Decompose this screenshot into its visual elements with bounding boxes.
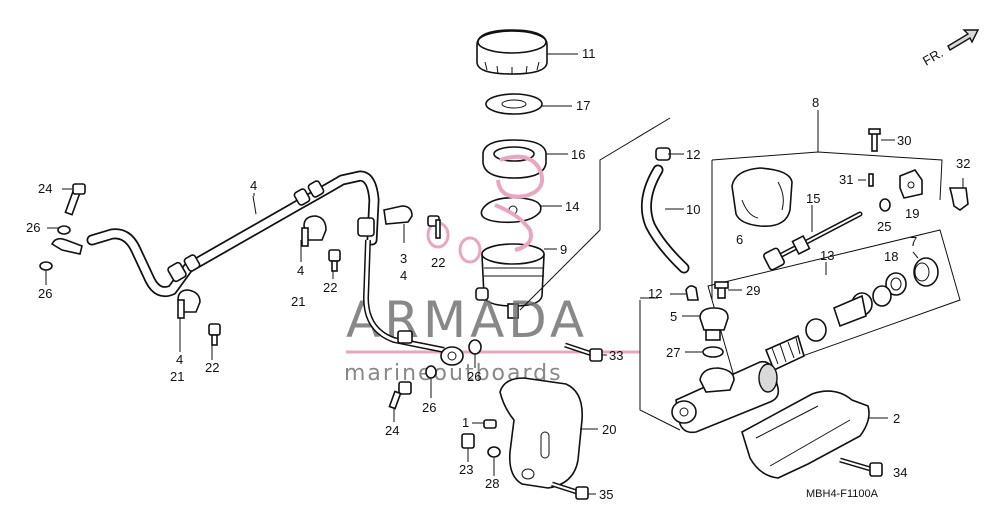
callout-24b: 24	[385, 423, 399, 438]
callout-11: 11	[582, 46, 596, 61]
front-direction-arrow-icon: FR.	[920, 29, 980, 69]
callout-18: 18	[884, 249, 898, 264]
callout-4b: 4	[176, 352, 183, 367]
callout-26c: 26	[467, 369, 481, 384]
callout-4d: 4	[400, 268, 407, 283]
reservoir-diaphragm	[482, 139, 547, 179]
master-cylinder-cover	[741, 390, 870, 479]
switch-connector	[948, 187, 969, 211]
callout-17: 17	[576, 98, 590, 113]
washer-26b-icon	[39, 261, 53, 271]
callout-23: 23	[459, 462, 473, 477]
joint-5	[699, 307, 729, 341]
washer-26a-icon	[57, 225, 71, 235]
master-cylinder-body	[671, 360, 780, 434]
clamp-12b-icon	[685, 285, 699, 301]
bolt-33-icon	[564, 342, 603, 362]
washer-25-icon	[879, 198, 891, 212]
callout-22c: 22	[431, 255, 445, 270]
o-ring-27	[702, 346, 724, 358]
callout-27: 27	[666, 345, 680, 360]
armada-swirl-logo	[426, 154, 545, 264]
callout-8: 8	[812, 95, 819, 110]
bolt-24a-icon	[64, 183, 86, 216]
callout-29: 29	[746, 283, 760, 298]
callout-26d: 26	[422, 400, 436, 415]
callout-20: 20	[602, 422, 616, 437]
callout-22b: 22	[323, 280, 337, 295]
callout-19: 19	[905, 206, 919, 221]
callout-34: 34	[893, 465, 907, 480]
brake-hose	[50, 170, 380, 298]
diagram-code: MBH4-F1100A	[806, 488, 879, 500]
bolt-22a-icon	[208, 323, 221, 346]
callout-3: 3	[400, 251, 407, 266]
callout-24a: 24	[38, 181, 52, 196]
bolt-22b-icon	[328, 249, 341, 272]
brake-switch	[899, 169, 923, 199]
bolt-30-icon	[868, 128, 881, 152]
bolt-24b-icon	[388, 381, 412, 410]
callout-2: 2	[893, 411, 900, 426]
callout-26b: 26	[38, 286, 52, 301]
reservoir-cap	[476, 29, 548, 75]
callout-13: 13	[820, 248, 834, 263]
callout-28: 28	[485, 476, 499, 491]
callout-26a: 26	[26, 220, 40, 235]
callout-7: 7	[910, 234, 917, 249]
heat-guard	[499, 377, 583, 489]
clamp-21a	[177, 289, 201, 319]
callout-25: 25	[877, 219, 891, 234]
callout-32: 32	[956, 156, 970, 171]
collar-23-icon	[461, 433, 475, 449]
push-rod	[763, 211, 863, 271]
callout-12a: 12	[686, 147, 700, 162]
collar-1-icon	[483, 419, 497, 429]
callout-16: 16	[571, 147, 585, 162]
reservoir-plate	[485, 93, 543, 115]
callout-22a: 22	[205, 360, 219, 375]
callout-21b: 21	[291, 294, 305, 309]
fr-label: FR.	[920, 45, 946, 68]
washer-26d-icon	[425, 365, 437, 379]
bolt-34-icon	[839, 457, 883, 477]
callout-6: 6	[736, 232, 743, 247]
callout-5: 5	[670, 309, 677, 324]
reservoir-hose	[640, 147, 690, 274]
bolt-29-icon	[714, 281, 729, 299]
callout-30: 30	[897, 133, 911, 148]
watermark-brand: ARMADA	[346, 291, 588, 349]
washer-28-icon	[487, 446, 501, 458]
reservoir-float-plate	[480, 196, 542, 224]
callout-9: 9	[560, 242, 567, 257]
callout-4c: 4	[297, 263, 304, 278]
callout-10: 10	[686, 202, 700, 217]
callout-21a: 21	[170, 369, 184, 384]
callout-35: 35	[599, 487, 613, 502]
callout-14: 14	[565, 199, 579, 214]
bolt-22c-icon	[427, 215, 441, 239]
brake-pipe	[362, 239, 464, 366]
callout-1: 1	[462, 415, 469, 430]
callout-labels: 11 17 16 14 9 12 10 8 30 31 32 6 15 19 2…	[26, 46, 970, 502]
washer-26c-icon	[468, 339, 482, 355]
clamp-21b	[301, 215, 327, 247]
pin-31-icon	[868, 173, 874, 187]
dust-boot	[731, 167, 793, 227]
callout-31: 31	[839, 172, 853, 187]
hose-clamp-3	[383, 205, 413, 225]
bolt-35-icon	[551, 481, 589, 500]
piston-kit	[764, 285, 892, 372]
piston-cup-7	[913, 257, 939, 287]
callout-33: 33	[609, 348, 623, 363]
circlip-18	[885, 272, 907, 296]
callout-4a: 4	[250, 178, 257, 193]
callout-12b: 12	[648, 286, 662, 301]
callout-15: 15	[806, 191, 820, 206]
reservoir-tank	[475, 243, 545, 319]
